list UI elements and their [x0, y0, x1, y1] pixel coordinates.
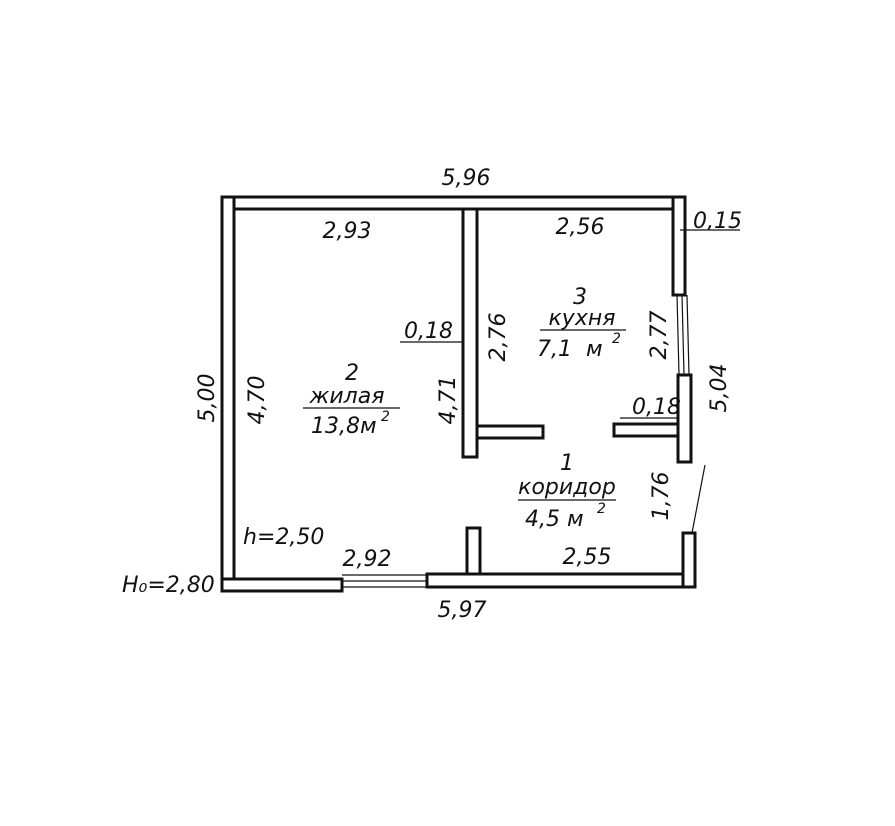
partition-stub-left [475, 424, 545, 440]
dim-partition-thickness: 0,18 [404, 319, 453, 344]
dim-living-left: 4,70 [245, 376, 270, 425]
dim-right-door: 1,76 [649, 472, 674, 521]
outer-height-label: H₀=2,80 [122, 573, 215, 598]
dim-partition-height-lower: 4,71 [436, 376, 461, 425]
dim-right-outer: 5,04 [707, 364, 732, 413]
dim-partition-height-upper: 2,76 [486, 313, 511, 362]
dim-right-wall-thickness: 0,15 [693, 209, 742, 234]
dim-living-top: 2,93 [323, 219, 372, 244]
window-right-line-2 [681, 294, 685, 376]
window-right-line-1 [676, 294, 680, 376]
wall-bottom-left [220, 577, 344, 593]
interior-partitions [461, 207, 680, 576]
exterior-walls [220, 195, 697, 593]
window-right-line-3 [686, 294, 690, 376]
room-area-superscript: 2 [612, 331, 621, 347]
room-area-superscript: 2 [597, 501, 606, 517]
wall-bottom-right [425, 572, 697, 589]
dim-bottom-outer: 5,97 [438, 598, 487, 623]
partition-vertical [461, 207, 479, 459]
room-name: коридор [518, 475, 616, 500]
windows [342, 294, 690, 588]
dim-corridor-bottom: 2,55 [563, 545, 612, 570]
room-number: 3 [573, 285, 587, 310]
room-name: кухня [549, 306, 616, 331]
dim-kitchen-window: 2,77 [647, 311, 672, 360]
room-corridor: 1 коридор 4,5 м 2 [518, 451, 616, 532]
partition-bottom-stub [465, 526, 482, 576]
room-area: 4,5 м [525, 507, 584, 532]
dim-top-outer: 5,96 [442, 166, 491, 191]
room-name: жилая [309, 384, 385, 409]
room-number: 1 [560, 451, 574, 476]
room-area: 7,1 м [537, 337, 603, 362]
room-number: 2 [345, 361, 359, 386]
ceiling-height-label: h=2,50 [243, 525, 324, 550]
wall-right-lower [681, 531, 697, 589]
dim-kitchen-partition-thickness: 0,18 [632, 395, 681, 420]
wall-left [220, 195, 236, 593]
wall-top [220, 195, 687, 211]
door-right-leaf [691, 464, 706, 534]
room-area: 13,8м [311, 414, 377, 439]
dim-kitchen-top: 2,56 [556, 215, 605, 240]
partition-stub-right [612, 422, 680, 438]
dim-left-outer: 5,00 [195, 374, 220, 423]
wall-right-upper [671, 195, 687, 297]
room-kitchen: 3 кухня 7,1 м 2 [537, 285, 626, 362]
room-living: 2 жилая 13,8м 2 [303, 361, 400, 439]
room-area-superscript: 2 [381, 409, 390, 425]
dim-bottom-window: 2,92 [343, 547, 392, 572]
